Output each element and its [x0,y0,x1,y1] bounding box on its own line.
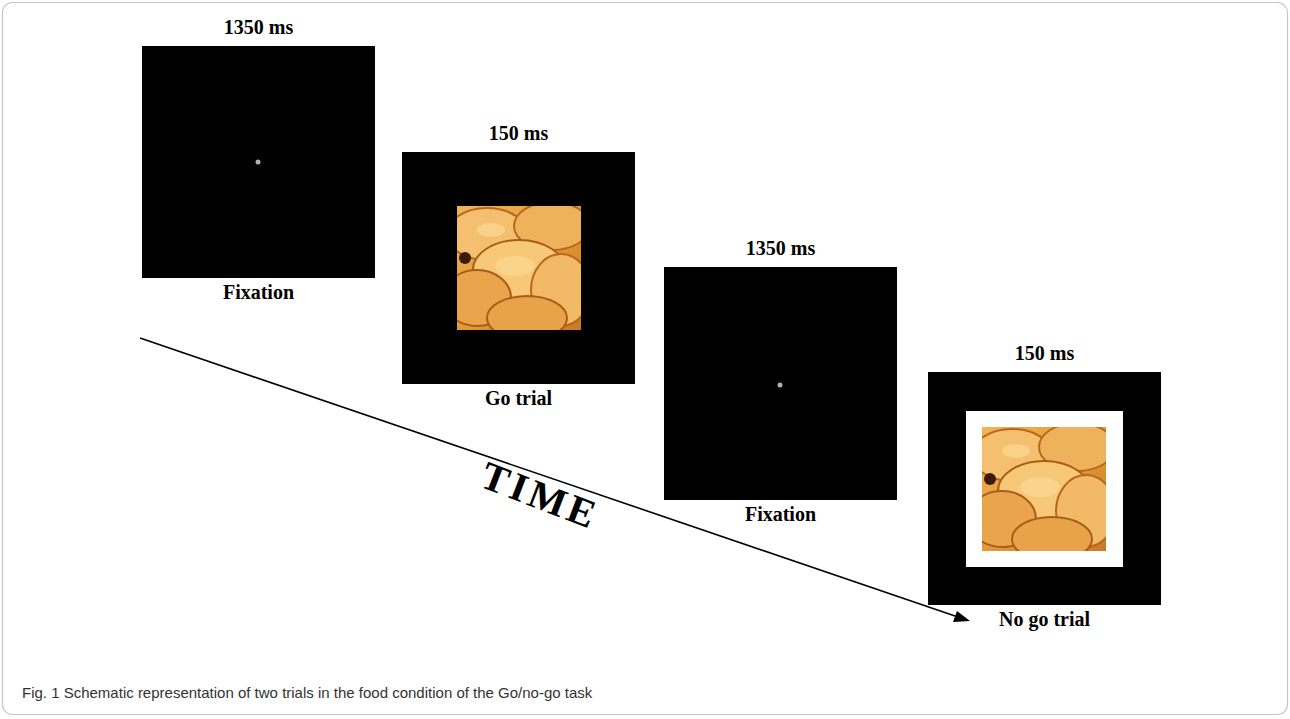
axis-label: TIME [474,451,605,539]
figure-caption: Fig. 1 Schematic representation of two t… [22,684,592,701]
screen-panel [142,46,375,278]
screen-panel: 1350 msFixation [664,237,897,528]
screen-panel [928,372,1161,605]
trial-label: Fixation [102,281,415,303]
food-picture [443,202,591,340]
food-picture [968,423,1116,561]
fixation-dot [256,160,261,165]
screen-panel: 150 msNo go trial [928,342,1161,633]
trial-label: Fixation [624,503,937,525]
duration-label: 150 ms [888,342,1201,364]
duration-label: 1350 ms [624,237,937,259]
time-arrow [140,338,958,617]
screen-panel: 150 msGo trial [402,122,635,412]
screen-panel: 1350 msFixation [142,16,375,306]
duration-label: 150 ms [362,122,675,144]
trial-label: Go trial [362,387,675,409]
figure-frame [3,3,1288,715]
duration-label: 1350 ms [102,16,415,38]
screen-panel [664,267,897,500]
fixation-dot [778,383,783,388]
screen-panel [402,152,635,384]
trial-label: No go trial [888,608,1201,630]
arrow-head [953,611,970,622]
nogo-frame [966,411,1123,567]
